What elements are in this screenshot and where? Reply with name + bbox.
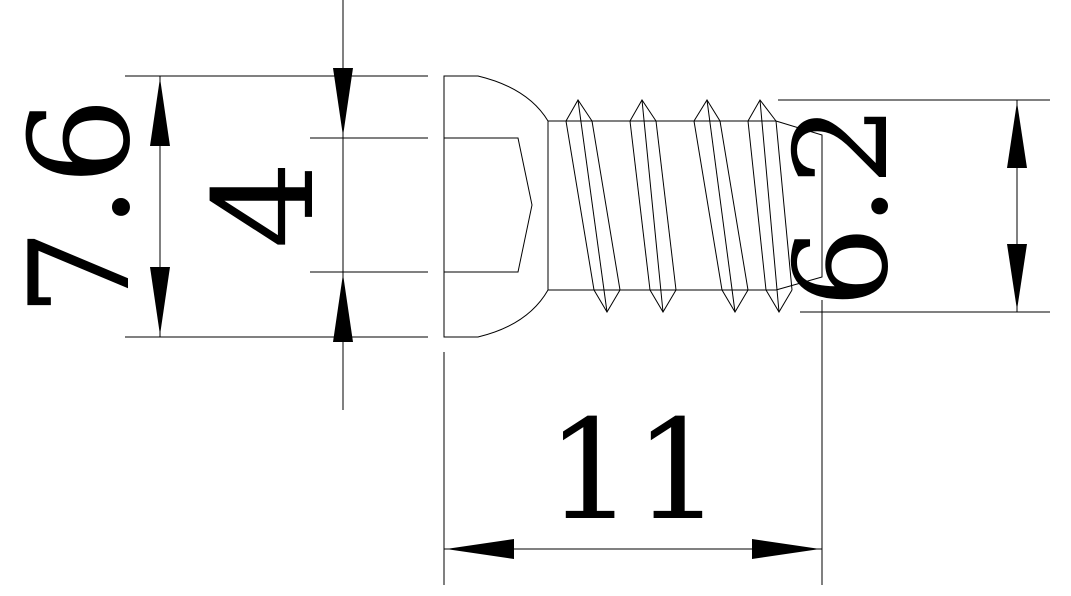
arrowhead — [752, 539, 820, 559]
thread-2 — [629, 99, 677, 313]
dimension-label: 6.2 — [768, 104, 917, 308]
dimension-head-diameter: 7.6 — [0, 75, 428, 338]
dimension-slot-width: 4 — [184, 0, 428, 410]
arrowhead — [150, 78, 170, 146]
dimension-label: 4 — [184, 161, 345, 249]
thread-4 — [747, 99, 793, 313]
arrowhead — [333, 68, 353, 136]
arrowhead — [333, 274, 353, 342]
screw-tip — [775, 120, 823, 291]
screw-head — [443, 75, 549, 338]
thread-3 — [693, 99, 749, 313]
arrowhead — [446, 539, 514, 559]
thread-1 — [565, 99, 621, 313]
arrowhead — [1007, 244, 1027, 310]
arrowhead — [150, 267, 170, 335]
dimension-label: 7.6 — [0, 97, 161, 316]
head-slot — [444, 137, 533, 273]
arrowhead — [1007, 102, 1027, 168]
dimension-thread-diameter: 6.2 — [768, 99, 1050, 313]
screw-outline — [443, 75, 823, 338]
dimension-label: 11 — [546, 390, 722, 551]
dimension-overall-length: 11 — [443, 300, 823, 585]
